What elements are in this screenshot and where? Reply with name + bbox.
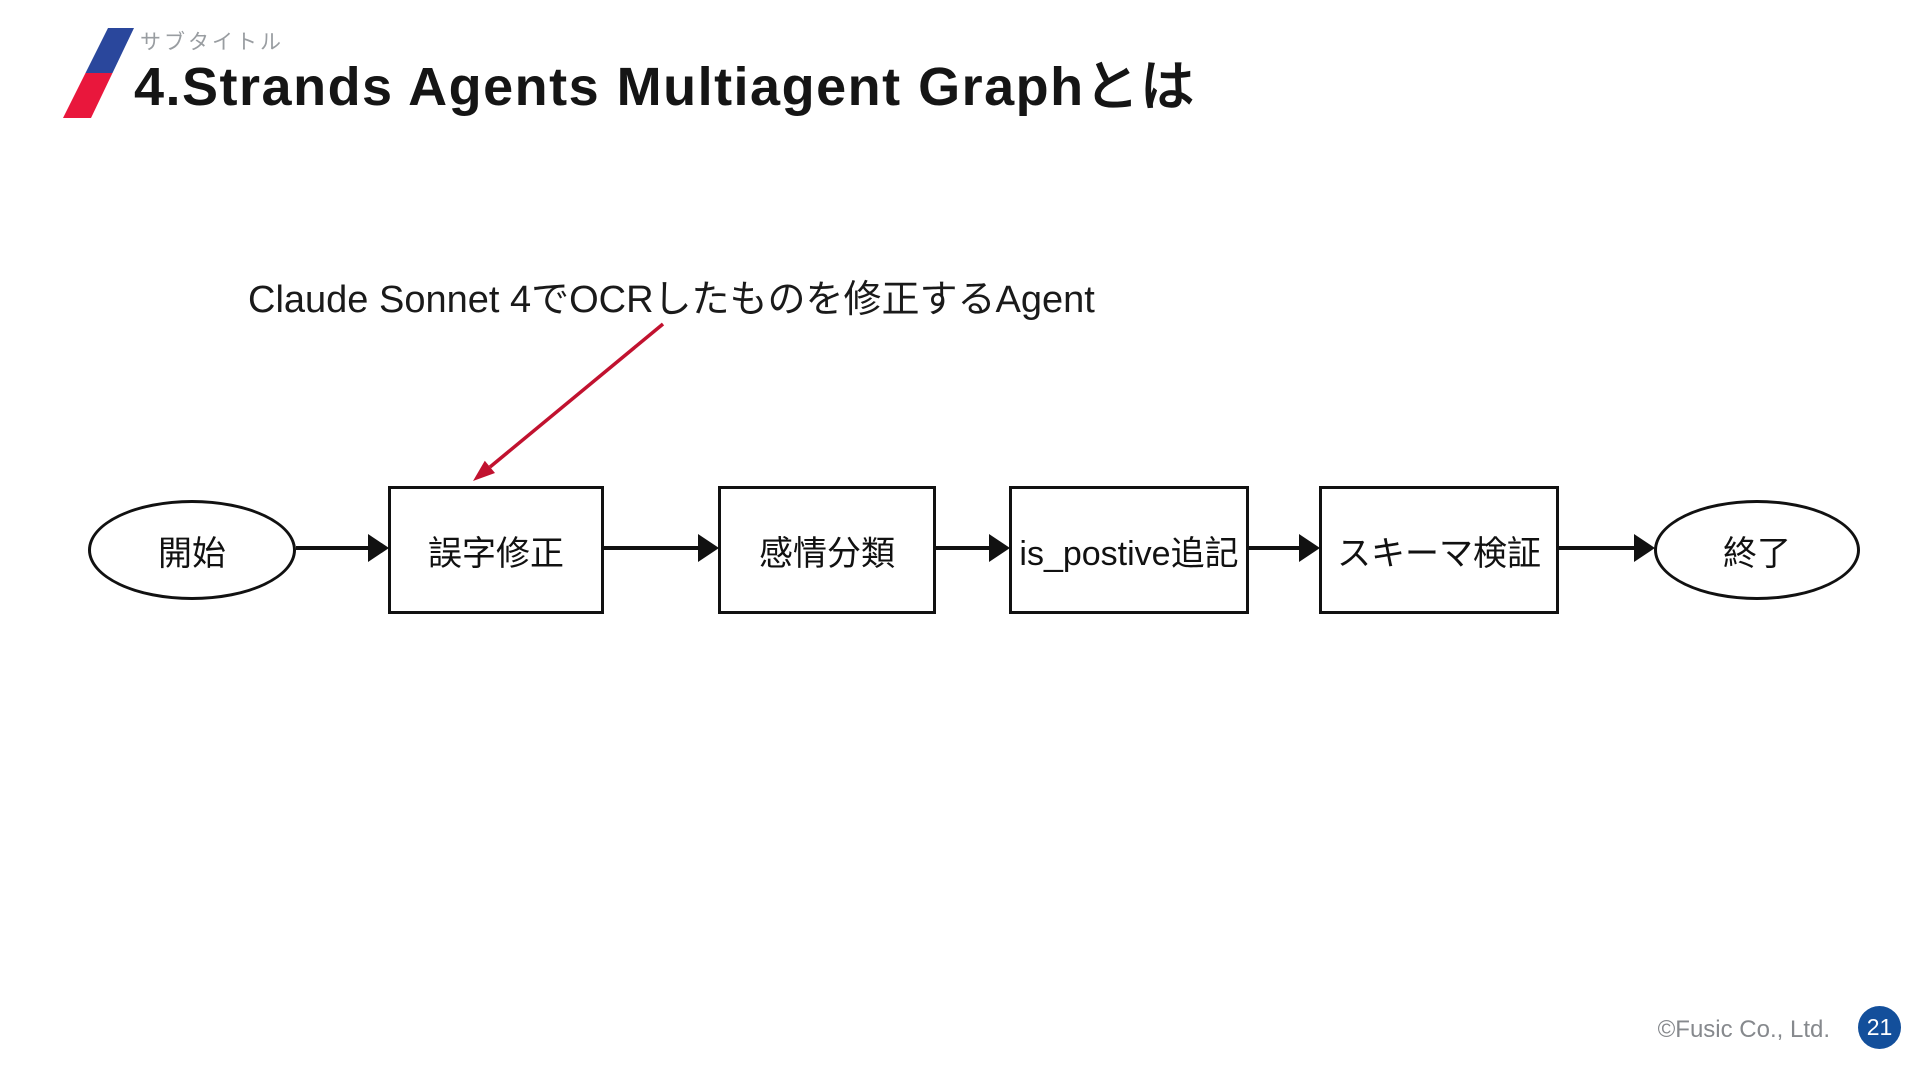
edge-line xyxy=(1559,546,1634,550)
edge-line xyxy=(296,546,368,550)
flow-node-schema-validation: スキーマ検証 xyxy=(1319,486,1559,614)
page-number: 21 xyxy=(1866,1014,1893,1040)
flow-node-sentiment-classification-label: 感情分類 xyxy=(759,534,895,573)
page-number-badge: 21 xyxy=(1858,1006,1901,1049)
flow-node-sentiment-classification: 感情分類 xyxy=(718,486,936,614)
arrowhead-right-icon xyxy=(1634,534,1655,562)
slide-subtitle: サブタイトル xyxy=(140,31,284,54)
copyright-text: ©Fusic Co., Ltd. xyxy=(1657,1016,1830,1043)
annotation-label: Claude Sonnet 4でOCRしたものを修正するAgent xyxy=(248,279,1095,321)
arrowhead-right-icon xyxy=(698,534,719,562)
flow-node-schema-validation-label: スキーマ検証 xyxy=(1337,534,1541,573)
arrowhead-right-icon xyxy=(989,534,1010,562)
flow-node-is-postive-append-label: is_postive追記 xyxy=(1019,534,1239,573)
arrowhead-right-icon xyxy=(368,534,389,562)
slide-title: 4.Strands Agents Multiagent Graphとは xyxy=(134,57,1196,117)
edge-line xyxy=(1249,546,1299,550)
flow-node-end-label: 終了 xyxy=(1723,534,1791,573)
flow-node-is-postive-append: is_postive追記 xyxy=(1009,486,1249,614)
flow-node-start: 開始 xyxy=(88,500,296,600)
edge-line xyxy=(936,546,989,550)
edge-line xyxy=(604,546,698,550)
fusic-slash-logo-icon xyxy=(63,28,134,118)
flow-node-end: 終了 xyxy=(1654,500,1860,600)
flow-node-typo-correction: 誤字修正 xyxy=(388,486,604,614)
arrowhead-right-icon xyxy=(1299,534,1320,562)
flow-node-typo-correction-label: 誤字修正 xyxy=(428,534,564,573)
flow-node-start-label: 開始 xyxy=(158,534,226,573)
